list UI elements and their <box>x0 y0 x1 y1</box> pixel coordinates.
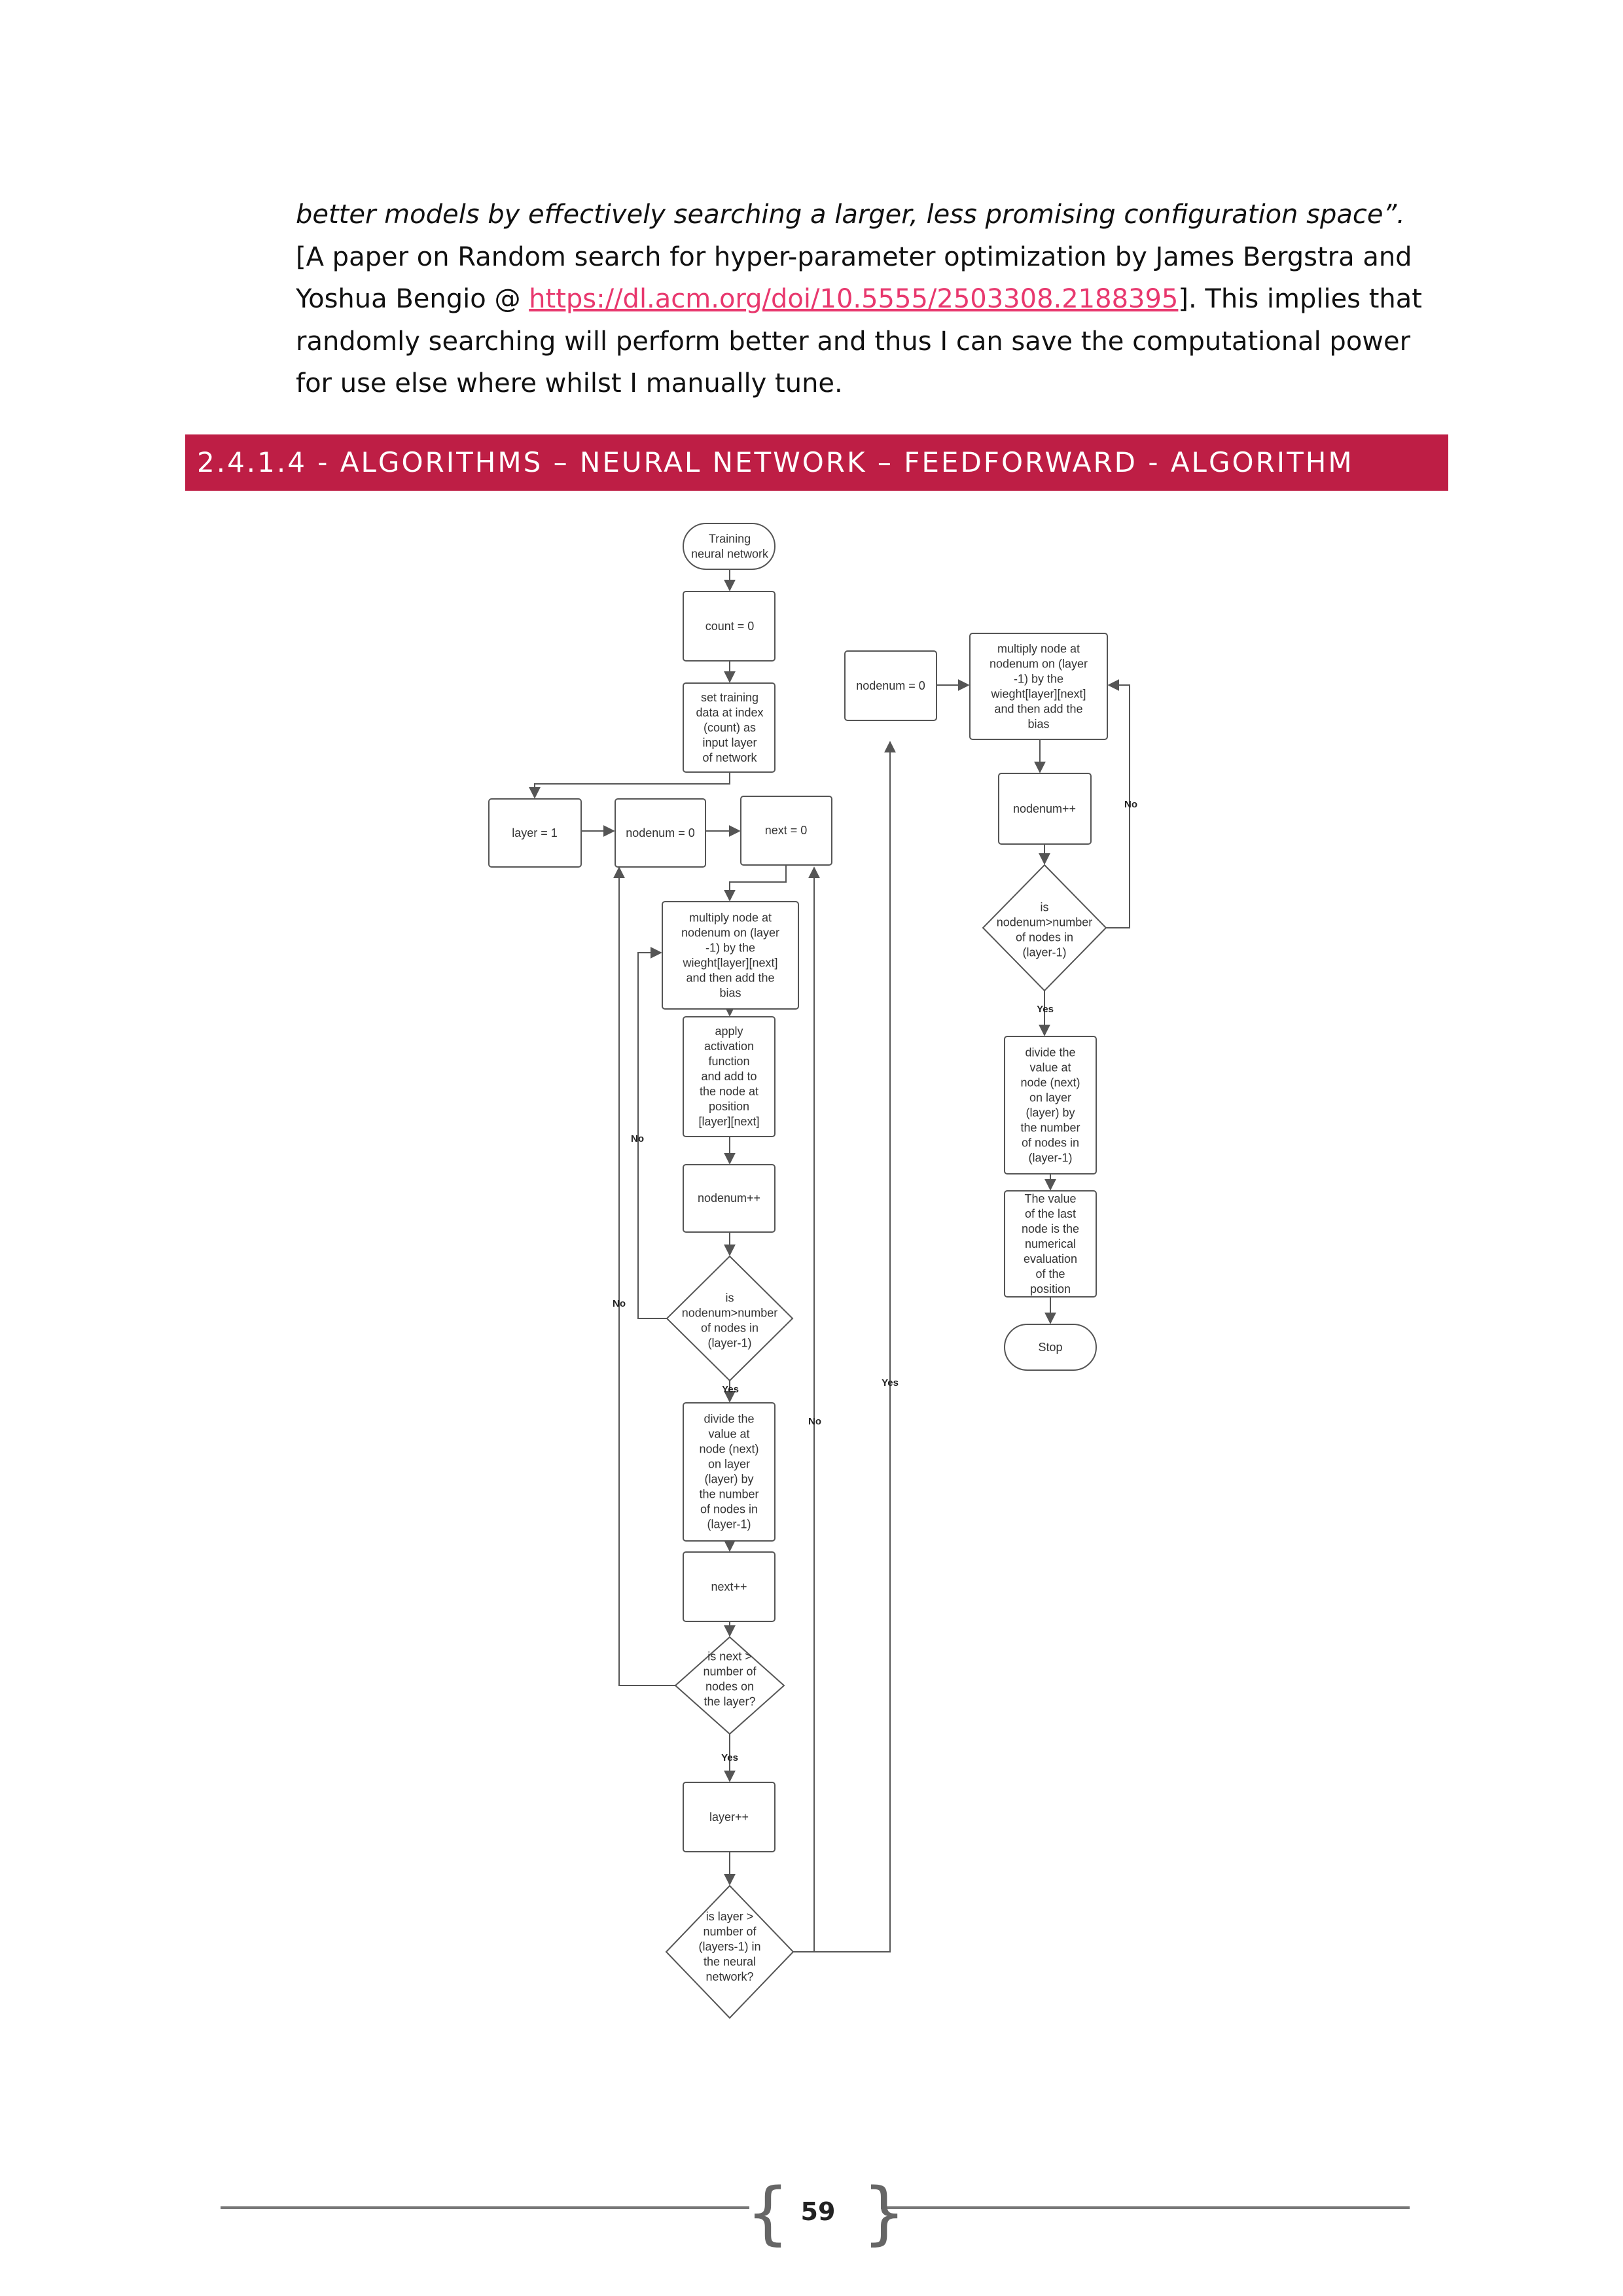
paragraph-text-b: ]. This implies that randomly searching … <box>296 284 1422 398</box>
branch-yes-label: Yes <box>1037 1004 1054 1015</box>
layer-inc-box <box>683 1782 776 1852</box>
nodenum-init-label: nodenum = 0 <box>626 826 695 839</box>
branch-no-label: No <box>613 1298 626 1309</box>
is-next-diamond <box>674 1636 785 1735</box>
footer-brace-left: { <box>746 2173 790 2253</box>
is-nodenum-diamond <box>666 1255 794 1382</box>
next-inc-box <box>683 1551 776 1622</box>
r-is-nodenum-diamond <box>982 864 1107 992</box>
conn-ris-no-rmultiply <box>1106 679 1130 928</box>
next-init-box <box>740 796 832 866</box>
conn-set-layer <box>529 772 730 799</box>
set-training-box <box>683 682 776 773</box>
nodenum-inc-box <box>683 1164 776 1233</box>
layer-init-box <box>488 798 582 868</box>
count-label: count = 0 <box>705 620 755 633</box>
branch-no-label: No <box>1124 799 1137 810</box>
nodenum-inc-label: nodenum++ <box>698 1192 760 1205</box>
conn-isnext-no-nodenum <box>613 866 675 1686</box>
activation-box <box>683 1016 776 1137</box>
multiply-box <box>662 901 799 1010</box>
count-box <box>683 591 776 662</box>
flow-connectors <box>529 569 1130 1952</box>
r-nodenum-inc-label: nodenum++ <box>1013 802 1076 815</box>
r-nodenum-init-label: nodenum = 0 <box>856 679 925 692</box>
branch-yes-label: Yes <box>882 1377 899 1388</box>
footer-rule-left <box>221 2206 749 2209</box>
branch-no-label: No <box>808 1416 821 1427</box>
branch-no-label: No <box>631 1133 644 1144</box>
stop-label: Stop <box>1038 1341 1062 1354</box>
paragraph-quote: better models by effectively searching a… <box>296 200 1405 230</box>
section-heading: 2.4.1.4 - ALGORITHMS – NEURAL NETWORK – … <box>185 434 1448 491</box>
layer-inc-label: layer++ <box>709 1810 749 1824</box>
r-multiply-box <box>969 633 1108 740</box>
page-number: 59 <box>800 2197 836 2226</box>
layer-init-label: layer = 1 <box>512 826 558 839</box>
r-nodenum-init-box <box>844 650 937 721</box>
nodenum-init-box <box>615 798 706 868</box>
r-nodenum-inc-box <box>998 773 1092 845</box>
next-init-label: next = 0 <box>765 824 808 837</box>
footer-brace-right: } <box>863 2173 906 2253</box>
divide-box <box>683 1402 776 1542</box>
next-inc-label: next++ <box>711 1580 747 1593</box>
paper-link[interactable]: https://dl.acm.org/doi/10.5555/2503308.2… <box>529 284 1179 314</box>
branch-yes-label: Yes <box>721 1752 738 1763</box>
branch-yes-label: Yes <box>722 1384 739 1395</box>
paragraph-text-a: [A paper on Random search for hyper-para… <box>296 241 1412 315</box>
stop-node <box>1004 1324 1097 1371</box>
conn-islayer-yes-rnodenum <box>814 741 896 1952</box>
start-node <box>683 523 776 570</box>
r-divide-box <box>1004 1036 1097 1174</box>
conn-next-multiply <box>724 865 787 902</box>
is-layer-diamond <box>665 1884 794 2019</box>
body-paragraph: better models by effectively searching a… <box>296 194 1435 405</box>
r-value-box <box>1004 1190 1097 1298</box>
conn-is-no-multiply <box>637 947 667 1319</box>
conn-islayer-no-next <box>793 866 820 1952</box>
footer-rule-right <box>881 2206 1410 2209</box>
